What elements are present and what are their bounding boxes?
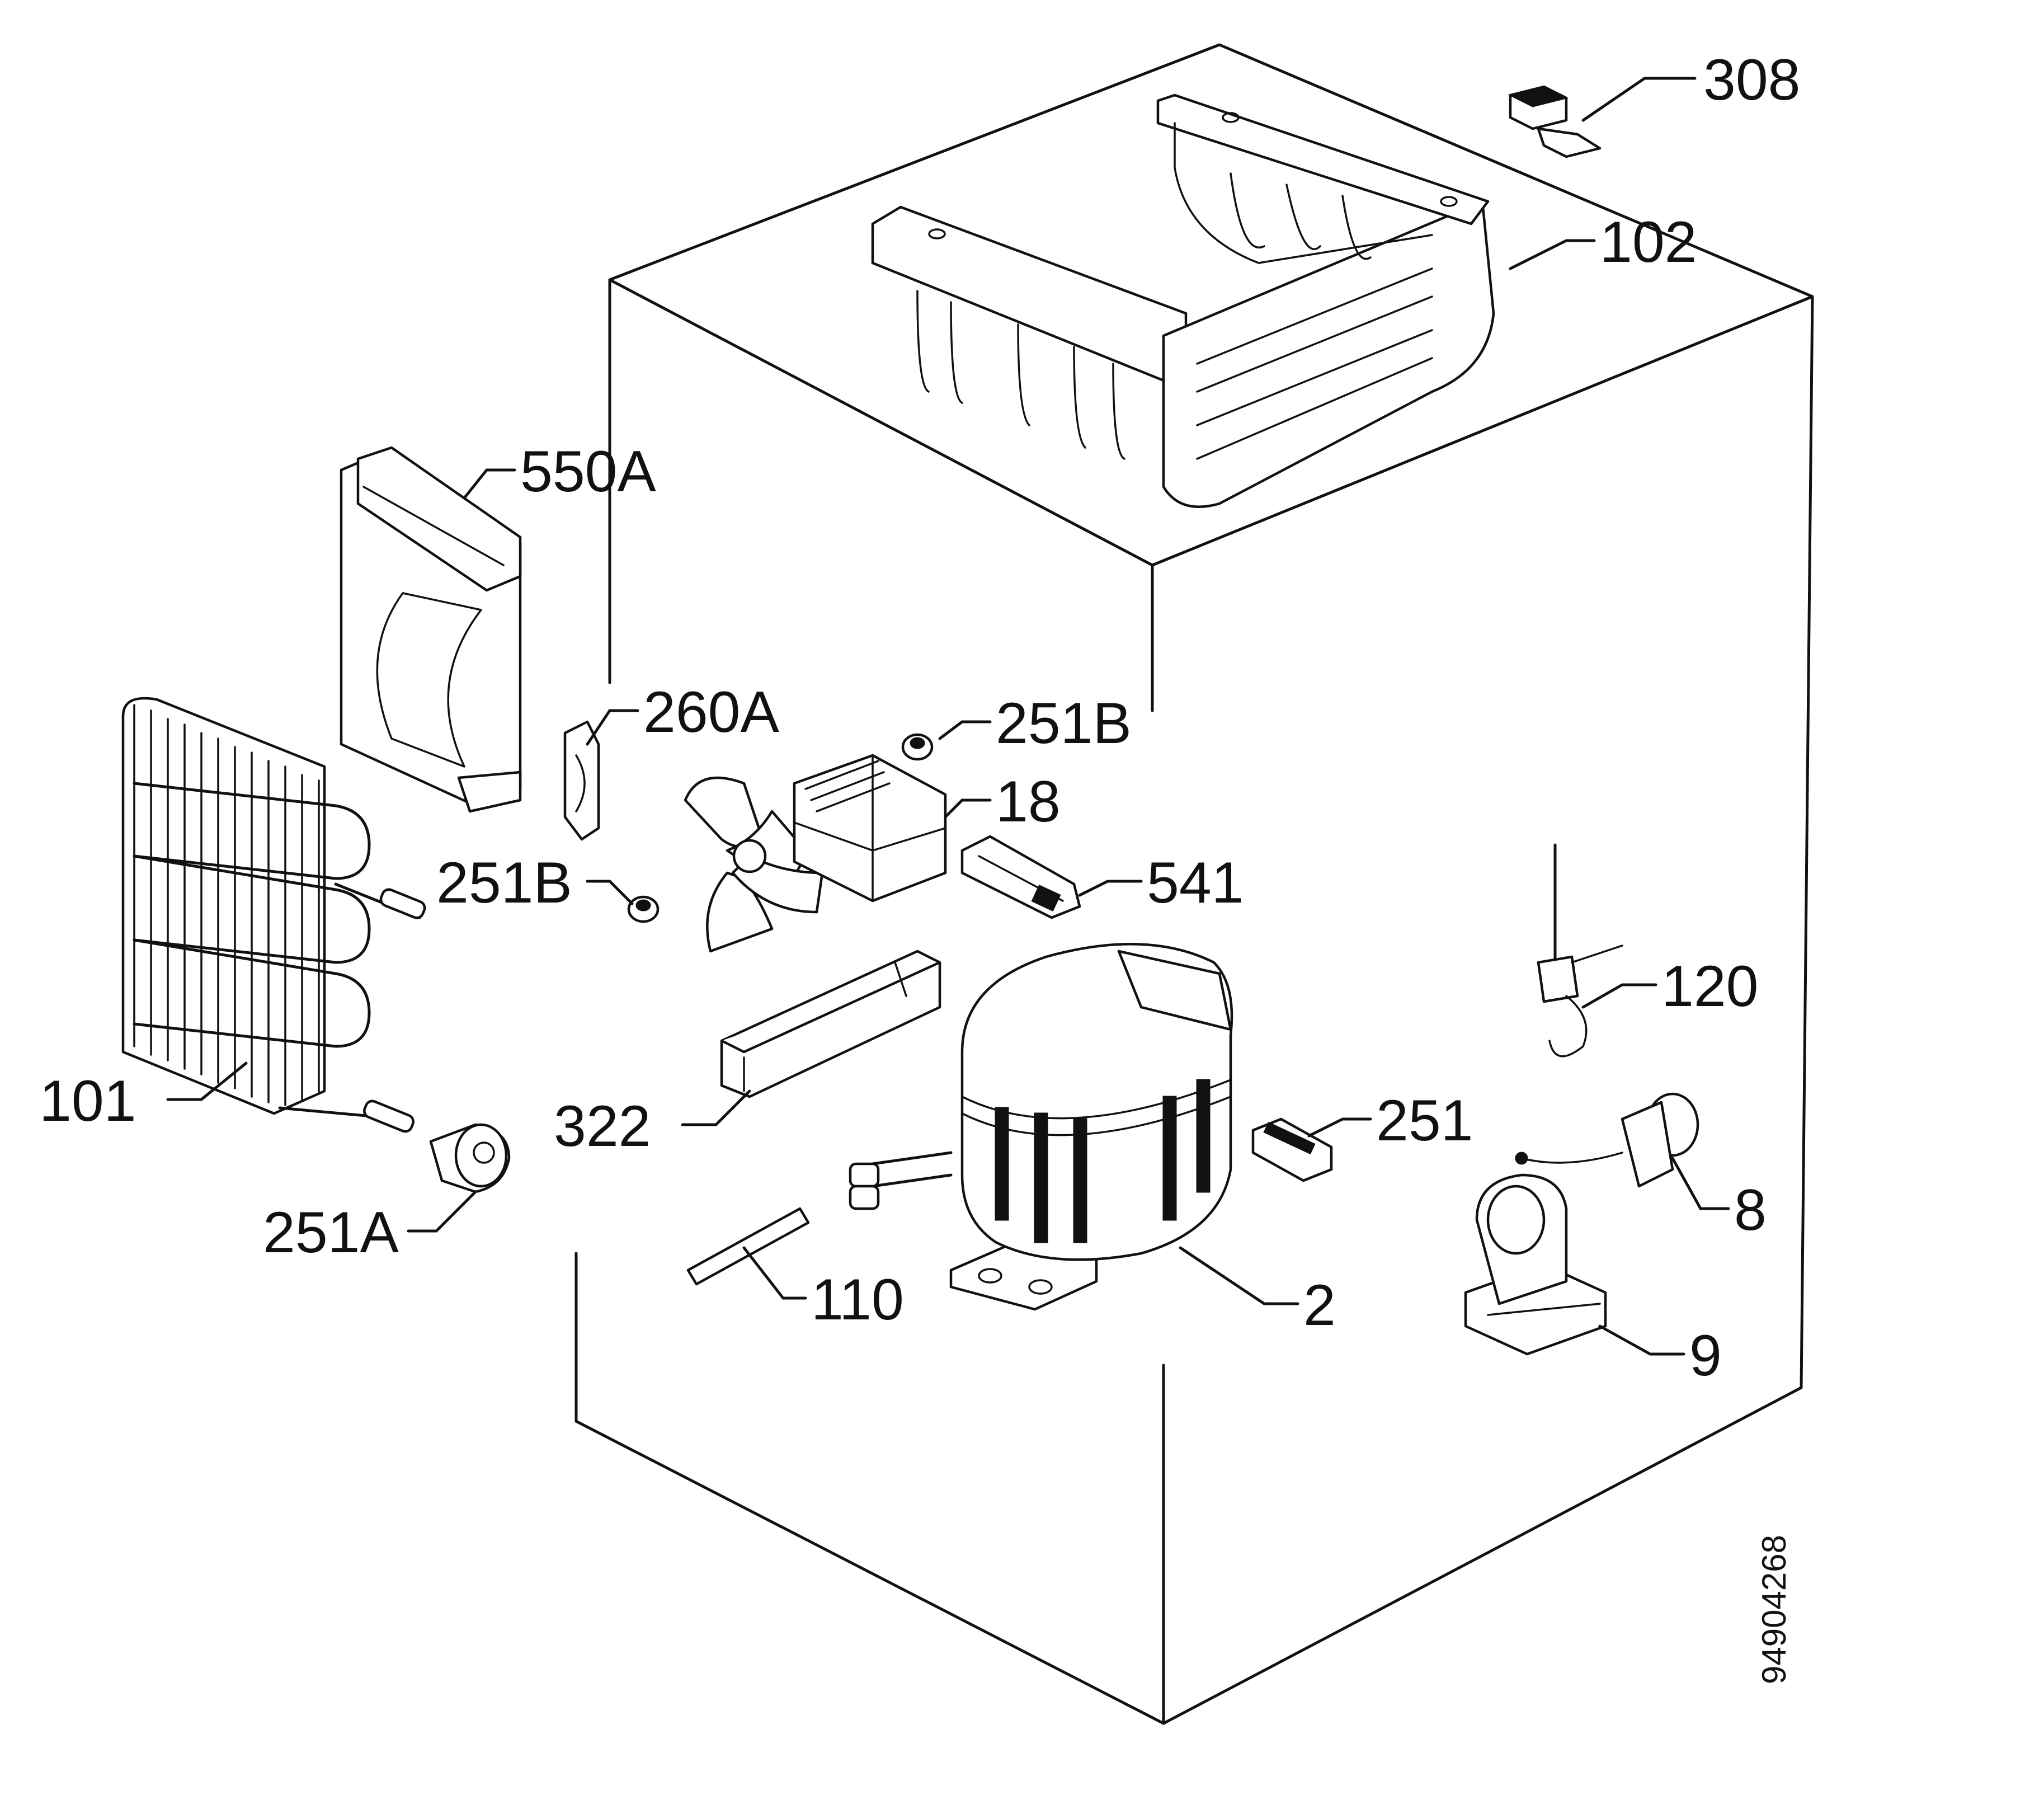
callout-251a: 251A: [263, 1200, 399, 1265]
callout-2: 2: [1303, 1273, 1336, 1338]
callout-541: 541: [1147, 850, 1244, 915]
thermostat-probe-part: [1537, 843, 1623, 1058]
callout-120: 120: [1661, 954, 1759, 1019]
start-relay-part: [1464, 1173, 1607, 1356]
overload-protector-part: [1515, 1092, 1699, 1188]
callout-102: 102: [1600, 210, 1697, 275]
callout-251b-left: 251B: [436, 850, 572, 915]
grommet-251a-part: [429, 1123, 511, 1193]
clip-308-part: [1508, 85, 1602, 158]
callout-308: 308: [1703, 48, 1801, 112]
leader-lines: [166, 77, 1730, 1356]
callout-9: 9: [1689, 1323, 1722, 1388]
drip-tray-part: [340, 446, 522, 813]
callout-8: 8: [1734, 1178, 1767, 1243]
callout-labels: 308 102 550A 260A 251B 18 251B 541 120 1…: [39, 48, 1801, 1388]
callout-18: 18: [996, 769, 1061, 834]
callout-550a: 550A: [520, 439, 657, 504]
compressor-part: [849, 943, 1233, 1311]
cabinet-outline: [574, 43, 1814, 1725]
fan-bracket-part: [563, 720, 600, 841]
callout-260a: 260A: [643, 680, 780, 745]
fan-motor-part: [684, 754, 947, 953]
document-number: 94904268: [1755, 1535, 1793, 1684]
callout-110: 110: [811, 1267, 904, 1332]
compressor-cradle-part: [871, 93, 1495, 508]
terminal-strip-part: [960, 835, 1081, 919]
callout-251b-right: 251B: [996, 691, 1132, 756]
mounting-rail-part: [720, 950, 941, 1098]
grommet-251b-left-part: [627, 895, 660, 923]
callout-251: 251: [1376, 1088, 1473, 1153]
condenser-coil-part: [121, 697, 426, 1133]
callout-101: 101: [39, 1069, 136, 1134]
grommet-strip-251-part: [1251, 1117, 1333, 1182]
callout-322: 322: [554, 1094, 651, 1159]
grommet-251b-right-part: [901, 733, 934, 761]
tube-110-part: [686, 1207, 810, 1286]
